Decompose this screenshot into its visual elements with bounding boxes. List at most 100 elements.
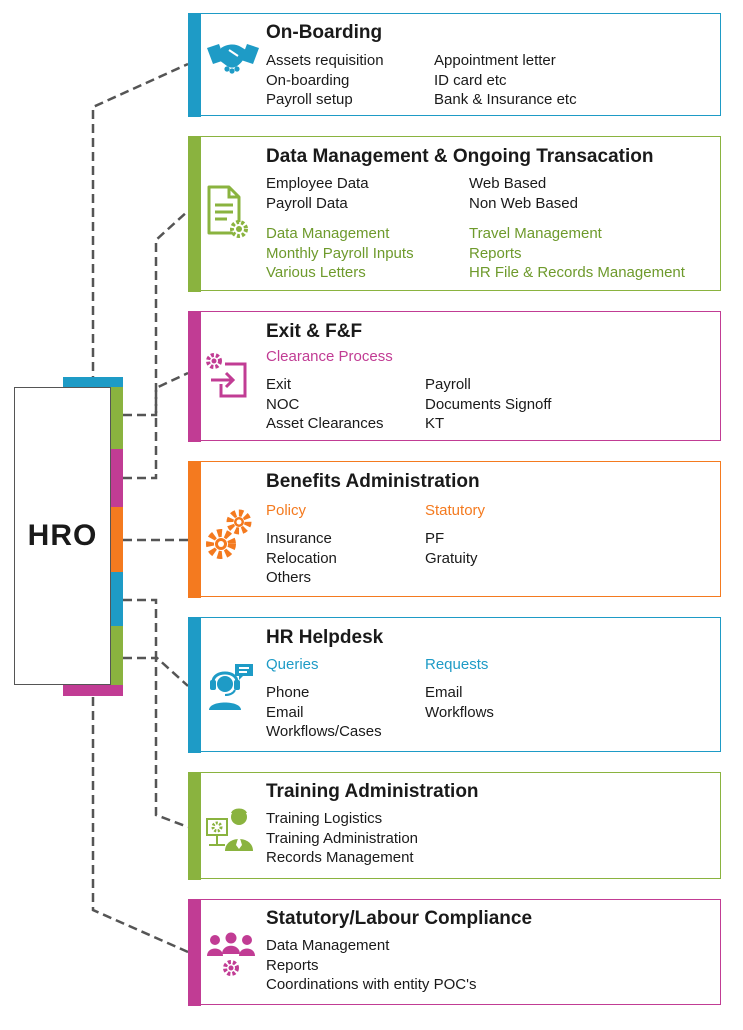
list-item: Appointment letter <box>434 52 556 69</box>
column-right: Payroll Documents Signoff KT <box>425 375 551 434</box>
hro-hub: HRO <box>14 387 111 685</box>
list-item: Reports <box>266 956 319 974</box>
card-title: Benefits Administration <box>266 471 480 492</box>
card-data-management: Data Management & Ongoing Transacation E… <box>187 135 721 292</box>
headset-agent-icon <box>205 660 255 717</box>
connector-compliance <box>91 697 189 954</box>
card-accent-bar <box>187 12 201 117</box>
card-title: Data Management & Ongoing Transacation <box>266 146 654 167</box>
list-item: Exit <box>266 376 292 393</box>
list-item: Travel Management <box>469 225 602 242</box>
list-item: Others <box>266 569 312 586</box>
list-item: Web Based <box>469 175 547 192</box>
list-item: Employee Data <box>266 175 369 192</box>
list-item: Gratuity <box>425 549 478 567</box>
list-item: ID card etc <box>434 71 507 89</box>
card-title: Statutory/Labour Compliance <box>266 908 533 929</box>
column-left-green: Data Management Monthly Payroll Inputs V… <box>266 224 414 283</box>
hub-strip-magenta <box>111 449 123 507</box>
gears-icon <box>205 508 255 567</box>
card-onboarding: On-Boarding Assets requisition On-boardi… <box>187 12 721 117</box>
column-left: Assets requisition On-boarding Payroll s… <box>266 51 384 110</box>
document-gear-icon <box>205 183 249 246</box>
list-item: Email <box>266 703 304 721</box>
handshake-icon <box>205 38 261 83</box>
hub-strip-top <box>63 377 123 387</box>
connector-training <box>123 656 189 829</box>
card-title: Training Administration <box>266 781 479 802</box>
list-item: HR File & Records Management <box>469 264 685 281</box>
list-item: Asset Clearances <box>266 415 384 432</box>
hub-strip-green-2 <box>111 626 123 685</box>
hub-strip-blue <box>111 572 123 626</box>
list-item: Records Management <box>266 849 414 866</box>
clearance-subheading: Clearance Process <box>266 348 393 365</box>
list-item: Workflows <box>425 703 494 721</box>
exit-gear-icon <box>205 352 253 405</box>
team-gear-icon <box>205 932 257 983</box>
list-item: Non Web Based <box>469 194 578 212</box>
card-compliance: Statutory/Labour Compliance Data Managem… <box>187 898 721 1006</box>
trainer-icon <box>205 805 255 858</box>
list-item: Coordinations with entity POC's <box>266 976 477 993</box>
card-accent-bar <box>187 135 201 292</box>
column-right-top: Web Based Non Web Based <box>469 174 578 213</box>
list-item: Workflows/Cases <box>266 723 382 740</box>
card-training: Training Administration Training Logisti… <box>187 771 721 880</box>
list-item: Bank & Insurance etc <box>434 91 577 108</box>
column-left: Exit NOC Asset Clearances <box>266 375 384 434</box>
column-right-green: Travel Management Reports HR File & Reco… <box>469 224 685 283</box>
requests-heading: Requests <box>425 656 489 673</box>
list-item: Phone <box>266 684 310 701</box>
list-item: Monthly Payroll Inputs <box>266 244 414 262</box>
card-accent-bar <box>187 616 201 753</box>
list-item: Assets requisition <box>266 52 384 69</box>
hub-strip-bottom <box>63 685 123 696</box>
connector-exit <box>123 371 189 480</box>
list-item: NOC <box>266 395 300 413</box>
card-accent-bar <box>187 310 201 442</box>
policy-heading: Policy <box>266 502 307 519</box>
column-right: Email Workflows <box>425 683 494 722</box>
list-item: Payroll Data <box>266 194 348 212</box>
connector-onboarding <box>91 62 189 385</box>
hub-strip-green-1 <box>111 387 123 449</box>
card-accent-bar <box>187 898 201 1006</box>
card-exit: Exit & F&F Clearance Process Exit NOC As… <box>187 310 721 442</box>
card-title: On-Boarding <box>266 22 383 43</box>
list-item: Payroll <box>425 376 471 393</box>
column-right: PF Gratuity <box>425 529 478 568</box>
list-item: PF <box>425 530 445 547</box>
queries-heading: Queries <box>266 656 319 673</box>
card-accent-bar <box>187 460 201 598</box>
list-item: Relocation <box>266 549 337 567</box>
hub-strip-orange <box>111 507 123 572</box>
connector-helpdesk <box>123 598 189 687</box>
column-left: Insurance Relocation Others <box>266 529 337 588</box>
card-benefits: Benefits Administration Policy Statutory… <box>187 460 721 598</box>
list-item: Insurance <box>266 530 332 547</box>
column-left-top: Employee Data Payroll Data <box>266 174 369 213</box>
list-item: Various Letters <box>266 264 366 281</box>
list-item: Email <box>425 684 463 701</box>
statutory-heading: Statutory <box>425 502 486 519</box>
card-title: Exit & F&F <box>266 321 363 342</box>
list-item: Payroll setup <box>266 91 353 108</box>
list-item: Data Management <box>266 225 390 242</box>
card-title: HR Helpdesk <box>266 627 384 648</box>
list-item: Training Logistics <box>266 810 383 827</box>
column-left: Phone Email Workflows/Cases <box>266 683 382 742</box>
list-item: Data Management <box>266 937 390 954</box>
hro-label: HRO <box>27 519 98 552</box>
item-list: Training Logistics Training Administrati… <box>266 809 418 868</box>
list-item: Training Administration <box>266 829 419 847</box>
item-list: Data Management Reports Coordinations wi… <box>266 936 476 995</box>
card-helpdesk: HR Helpdesk Queries Requests Phone Email… <box>187 616 721 753</box>
connector-data-management <box>123 210 189 417</box>
list-item: On-boarding <box>266 71 350 89</box>
list-item: Documents Signoff <box>425 395 552 413</box>
column-right: Appointment letter ID card etc Bank & In… <box>434 51 577 110</box>
list-item: KT <box>425 415 445 432</box>
list-item: Reports <box>469 244 522 262</box>
